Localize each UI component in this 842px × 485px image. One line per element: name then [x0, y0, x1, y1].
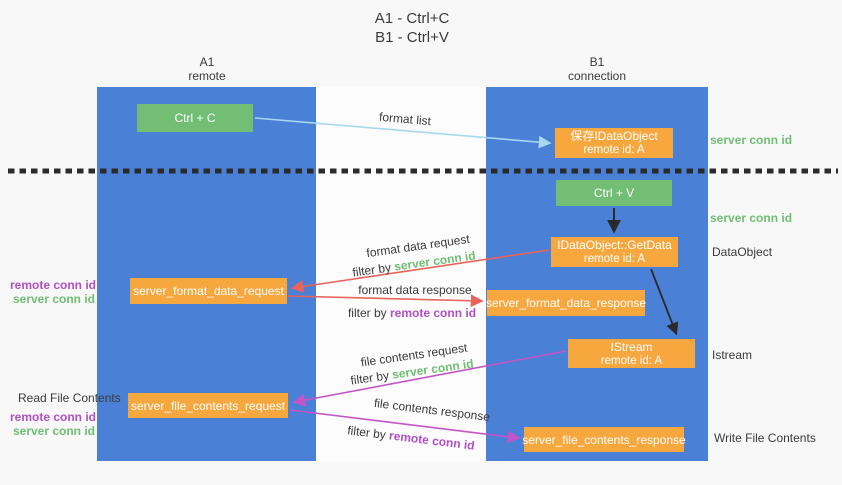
remote-conn-id-text: remote conn id — [390, 306, 477, 320]
read-file-contents-label: Read File Contents — [18, 391, 121, 405]
server-format-data-response-node: server_format_data_response — [486, 290, 646, 316]
dataobject-side-label: DataObject — [712, 245, 773, 259]
format-data-response-label: format data response — [358, 283, 472, 297]
ctrl-c-node: Ctrl + C — [137, 104, 253, 132]
ctrl-v-node: Ctrl + V — [556, 180, 672, 206]
istream-line2: remote id: A — [600, 354, 663, 367]
server-file-contents-response-node: server_file_contents_response — [522, 427, 686, 452]
istream-side-label: Istream — [712, 348, 753, 362]
server-format-data-request-node: server_format_data_request — [130, 278, 287, 304]
lane-left-title: A1 — [199, 55, 215, 69]
server-conn-id-side-label-2: server conn id — [12, 424, 95, 438]
lane-header-right: B1 connection — [568, 55, 626, 83]
remote-conn-id-side-label-2: remote conn id — [10, 410, 97, 424]
diagram-title-line2: B1 - Ctrl+V — [375, 29, 449, 46]
filter-by-text: filter by — [347, 306, 387, 320]
lane-header-left: A1 remote — [188, 55, 225, 83]
lane-right-title: B1 — [589, 55, 605, 69]
diagram-title-line1: A1 - Ctrl+C — [374, 10, 450, 27]
server-conn-id-side-label-mid: server conn id — [710, 211, 793, 225]
server-file-contents-request-node: server_file_contents_request — [128, 393, 288, 418]
server-conn-id-side-label-1: server conn id — [12, 292, 95, 306]
lane-right-subtitle: connection — [567, 69, 627, 83]
save-idataobject-node: 保存IDataObject remote id: A — [555, 128, 673, 158]
write-file-contents-label: Write File Contents — [714, 431, 816, 445]
istream-line1: IStream — [610, 339, 653, 354]
filter-by-remote-conn-id-label-1: filter by remote conn id — [348, 306, 476, 320]
istream-node: IStream remote id: A — [568, 339, 695, 368]
getdata-line1: IDataObject::GetData — [557, 238, 672, 252]
save-idataobject-line2: remote id: A — [583, 144, 645, 156]
lane-left-subtitle: remote — [188, 69, 226, 83]
idataobject-getdata-node: IDataObject::GetData remote id: A — [551, 237, 678, 267]
server-conn-id-side-label-top: server conn id — [710, 133, 793, 147]
save-idataobject-line1: 保存IDataObject — [570, 129, 658, 143]
left-conn-id-labels-bottom: remote conn id server conn id — [10, 410, 97, 438]
remote-conn-id-side-label-1: remote conn id — [10, 278, 97, 292]
getdata-line2: remote id: A — [583, 253, 646, 265]
left-conn-id-labels-top: remote conn id server conn id — [10, 278, 97, 306]
